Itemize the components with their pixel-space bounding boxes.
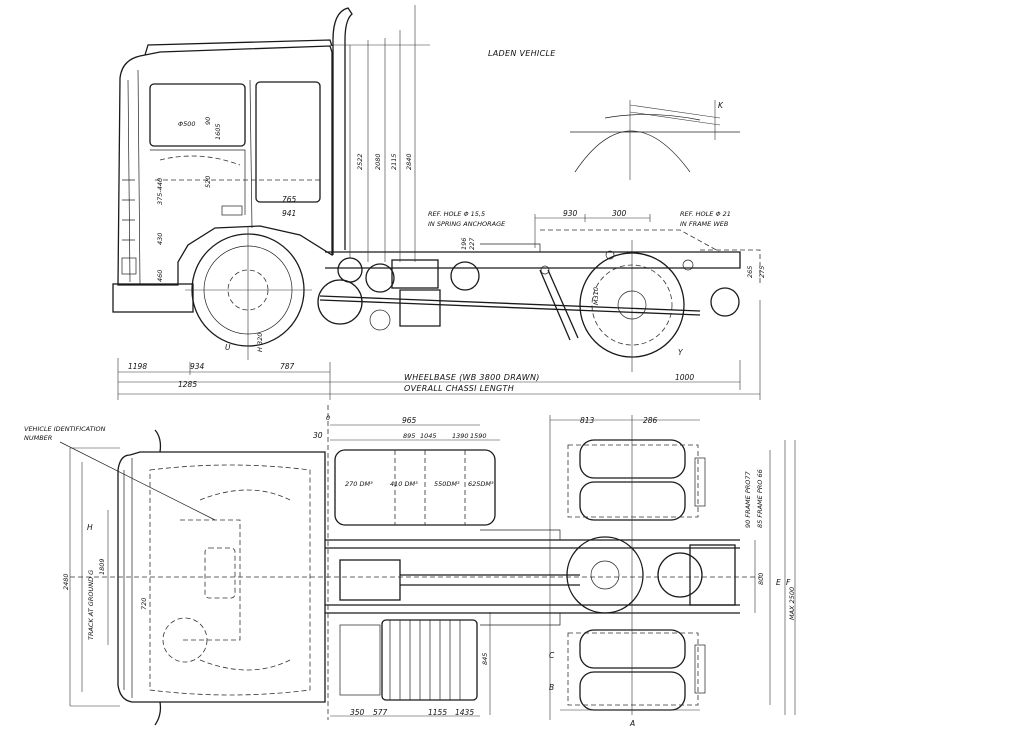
frame-pro77-label: 90 FRAME PRO77 (744, 470, 752, 528)
dim-2840: 2840 (405, 153, 413, 170)
rear-tyre-left-inner (579, 481, 686, 521)
track-ground-label: TRACK AT GROUND G (87, 570, 95, 640)
dim-934: 934 (190, 362, 205, 371)
cab-door-window (255, 81, 321, 203)
front-bumper (112, 283, 194, 313)
rear-tyre-right-outer (579, 671, 686, 711)
dim-1155: 1155 (428, 708, 447, 717)
tank-550: 550DM³ (434, 480, 460, 488)
frame-pro66-label: 85 FRAME PRO 66 (756, 469, 764, 528)
fifth-wheel (566, 536, 644, 614)
dim-275: 275 (758, 266, 766, 278)
dim-196: 196 (460, 238, 468, 250)
tank-270: 270 DM³ (345, 480, 373, 488)
ref-hole-spring-label: REF. HOLE Φ 15,5 (428, 210, 485, 218)
letter-c: C (549, 651, 555, 660)
dim-765: 765 (282, 195, 297, 204)
letter-k: K (718, 101, 724, 110)
cab-outline (117, 45, 333, 286)
ref-hole-frame-label: REF. HOLE Φ 21 (680, 210, 731, 218)
dim-965: 965 (402, 416, 417, 425)
ref-hole-frame-label-2: IN FRAME WEB (680, 220, 729, 228)
dim-286: 286 (643, 416, 658, 425)
dim-500: Φ500 (178, 120, 196, 128)
dim-350: 350 (350, 708, 365, 717)
cab-plan-outline (117, 451, 326, 703)
dim-375-440: 375-440 (156, 178, 164, 205)
laden-vehicle-label: LADEN VEHICLE (488, 49, 556, 58)
vehicle-id-label-2: NUMBER (24, 434, 52, 442)
dim-h320: H 320 (256, 333, 264, 352)
dim-0: 0 (326, 414, 330, 422)
overall-length-label: OVERALL CHASSI LENGTH (404, 384, 514, 393)
dim-265: 265 (746, 266, 754, 278)
max-width-label: MAX 2500 (788, 587, 796, 620)
dim-1198: 1198 (128, 362, 147, 371)
dim-430: 430 (156, 233, 164, 245)
dim-1590: 1590 (470, 432, 487, 440)
dim-m310: M310 (592, 287, 600, 305)
side-view: LADEN VEHICLE REF. HOLE Φ 15,5 IN SPRING… (112, 5, 766, 400)
dim-1605: 1605 (214, 123, 222, 140)
dim-30: 30 (313, 431, 323, 440)
dim-895: 895 (403, 432, 415, 440)
dim-90: 90 (204, 117, 212, 125)
tank-625: 625DM³ (468, 480, 494, 488)
dim-577: 577 (373, 708, 388, 717)
letter-y: Y (678, 348, 684, 357)
top-view: VEHICLE IDENTIFICATION NUMBER TRACK AT G… (24, 405, 796, 728)
fuel-tank (334, 449, 496, 526)
dim-227: 227 (468, 237, 476, 250)
rear-tyre-right-inner (579, 629, 686, 669)
dim-2115: 2115 (390, 153, 398, 170)
dim-2480: 2480 (62, 573, 70, 590)
letter-e: E (776, 578, 781, 587)
tank-410: 410 DM³ (390, 480, 418, 488)
dim-1000: 1000 (675, 373, 694, 382)
dim-813: 813 (580, 416, 595, 425)
dim-460: 460 (156, 270, 164, 282)
dim-1435: 1435 (455, 708, 474, 717)
ref-hole-spring-label-2: IN SPRING ANCHORAGE (428, 220, 506, 228)
dim-930: 930 (563, 209, 578, 218)
letter-u: U (225, 343, 231, 352)
dim-300: 300 (612, 209, 627, 218)
letter-a: A (629, 719, 635, 728)
dim-941: 941 (282, 209, 296, 218)
dim-2522: 2522 (356, 153, 364, 170)
dim-1809: 1809 (98, 558, 106, 575)
wheelbase-label: WHEELBASE (WB 3800 DRAWN) (404, 373, 540, 382)
dim-1390: 1390 (452, 432, 469, 440)
letter-b: B (549, 683, 554, 692)
dim-2080: 2080 (374, 153, 382, 170)
frame-rails (325, 539, 740, 614)
dim-720: 720 (140, 598, 148, 610)
chassis-frame (325, 251, 741, 269)
dim-1045: 1045 (420, 432, 437, 440)
dim-800: 800 (757, 573, 765, 585)
exhaust-stack (332, 7, 353, 255)
letter-h: H (87, 523, 93, 532)
dim-520: 520 (204, 176, 212, 188)
dim-1285: 1285 (178, 380, 197, 389)
vehicle-id-label: VEHICLE IDENTIFICATION (24, 425, 106, 433)
cab-window-front (149, 83, 246, 147)
letter-f: F (786, 578, 791, 587)
rear-tyre-left-outer (579, 439, 686, 479)
dim-845: 845 (481, 653, 489, 665)
dim-787: 787 (280, 362, 295, 371)
